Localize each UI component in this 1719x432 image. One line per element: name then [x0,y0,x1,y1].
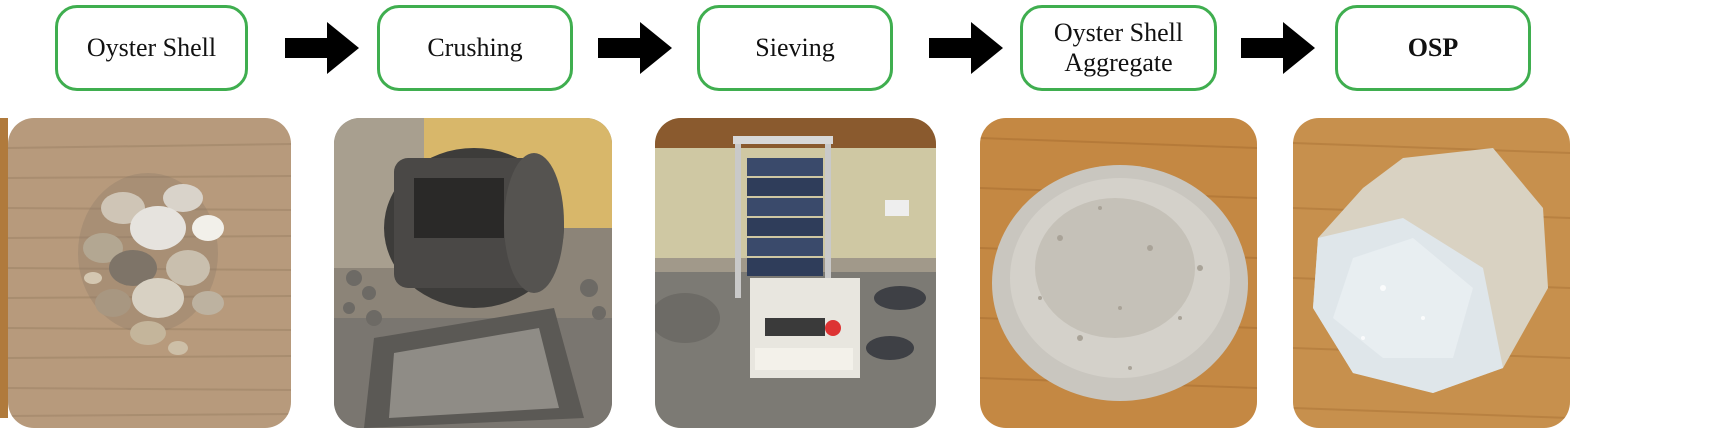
step-label: Oyster Shell Aggregate [1053,18,1184,77]
step-label: Sieving [755,33,835,62]
arrow-right-icon [598,22,672,74]
photo-aggregate-pile [980,118,1257,428]
step-label: Crushing [427,33,523,62]
step-label: Oyster Shell [86,33,217,62]
photo-crushing-machine [334,118,612,428]
step-oyster-shell-aggregate: Oyster Shell Aggregate [1020,5,1217,91]
step-sieving: Sieving [697,5,893,91]
arrow-right-icon [1241,22,1315,74]
step-oyster-shell: Oyster Shell [55,5,248,91]
photo-sieve-shaker [655,118,936,428]
arrow-right-icon [285,22,359,74]
left-edge-strip [0,118,8,418]
arrow-right-icon [929,22,1003,74]
photo-osp-powder [1293,118,1570,428]
step-osp: OSP [1335,5,1531,91]
step-label: OSP [1407,33,1459,62]
photo-oyster-shells [8,118,291,428]
step-crushing: Crushing [377,5,573,91]
